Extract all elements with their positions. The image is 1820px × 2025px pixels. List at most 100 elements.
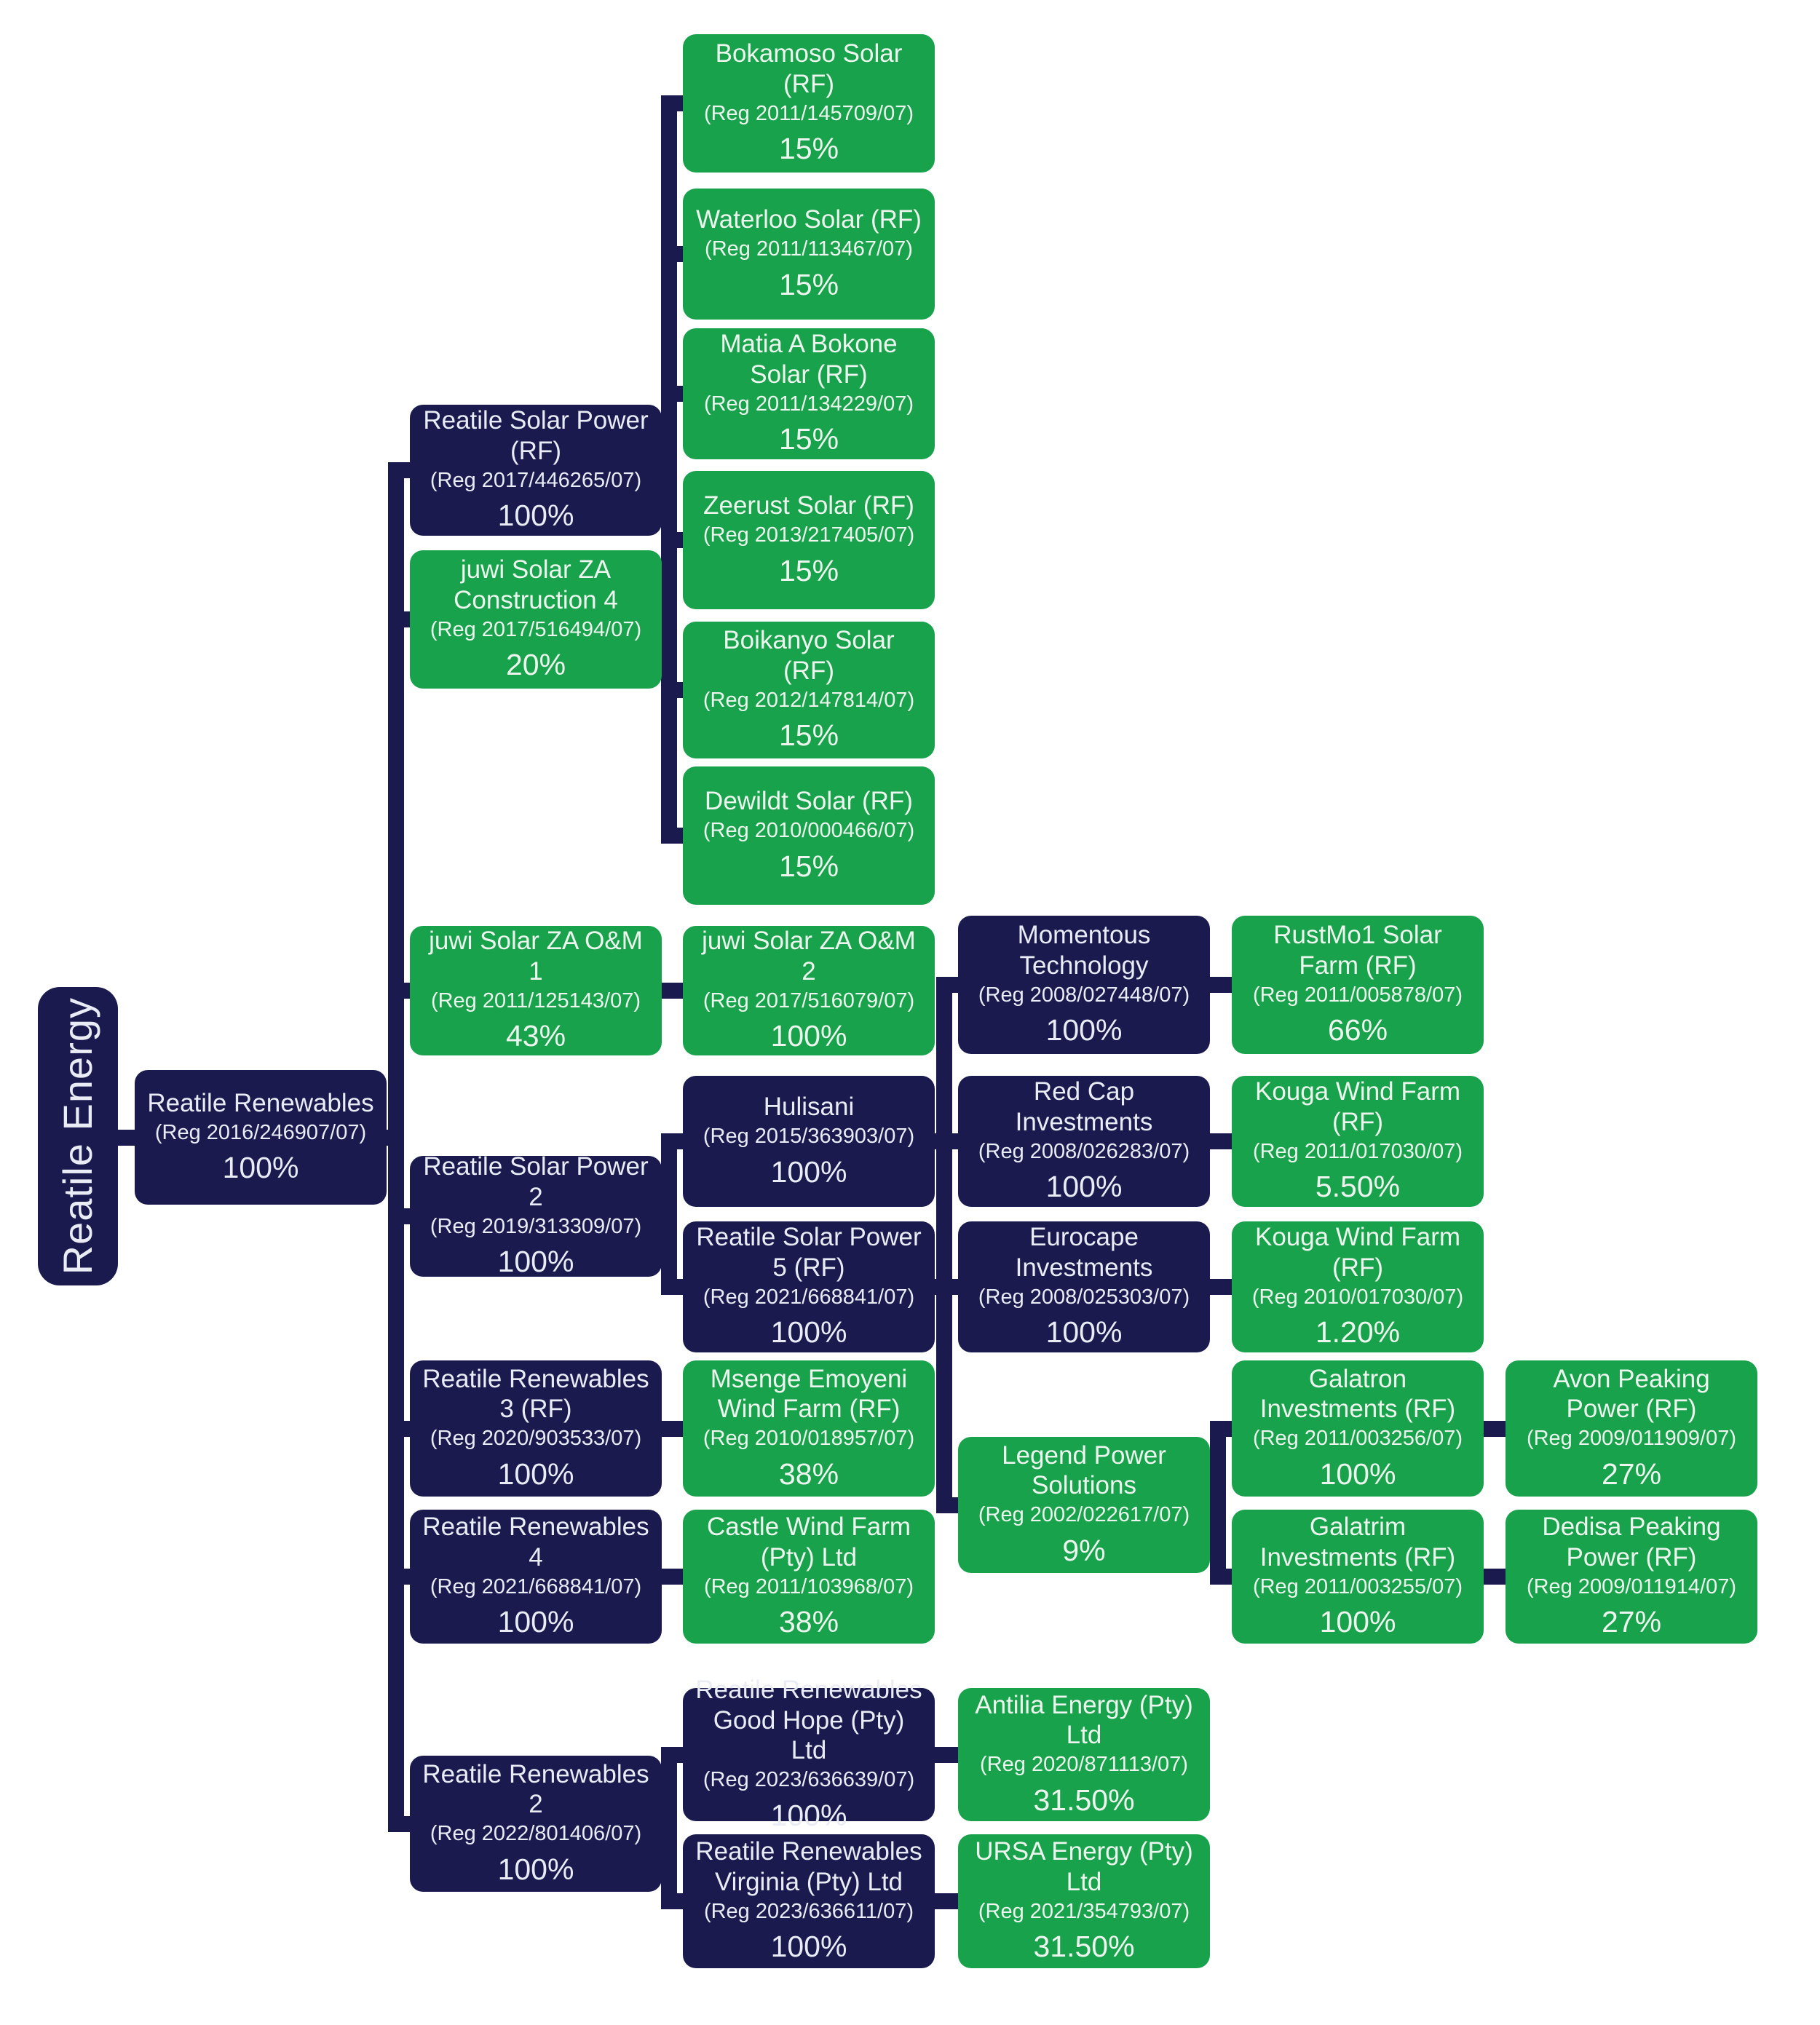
org-node-castle: Castle Wind Farm (Pty) Ltd(Reg 2011/1039… xyxy=(683,1510,935,1644)
connector-segment xyxy=(677,95,683,111)
org-node-renewables: Reatile Renewables(Reg 2016/246907/07)10… xyxy=(135,1070,387,1205)
connector-segment xyxy=(677,1133,683,1149)
node-registration: (Reg 2008/027448/07) xyxy=(978,983,1190,1007)
org-node-waterloo: Waterloo Solar (RF)(Reg 2011/113467/07)1… xyxy=(683,189,935,320)
node-ownership-percent: 38% xyxy=(778,1605,839,1639)
org-node-boikanyo: Boikanyo Solar (RF)(Reg 2012/147814/07)1… xyxy=(683,622,935,758)
node-ownership-percent: 27% xyxy=(1601,1605,1662,1639)
node-ownership-percent: 43% xyxy=(505,1019,566,1053)
node-ownership-percent: 15% xyxy=(778,553,839,587)
node-registration: (Reg 2021/668841/07) xyxy=(703,1285,915,1309)
node-registration: (Reg 2021/354793/07) xyxy=(978,1899,1190,1923)
node-ownership-percent: 15% xyxy=(778,422,839,456)
node-ownership-percent: 27% xyxy=(1601,1457,1662,1491)
org-node-momentous: Momentous Technology(Reg 2008/027448/07)… xyxy=(958,916,1210,1054)
org-node-dedisa: Dedisa Peaking Power (RF)(Reg 2009/01191… xyxy=(1506,1510,1757,1644)
node-registration: (Reg 2023/636611/07) xyxy=(703,1899,914,1923)
connector-segment xyxy=(662,1208,663,1224)
org-node-kouga2: Kouga Wind Farm (RF)(Reg 2010/017030/07)… xyxy=(1232,1221,1484,1352)
node-registration: (Reg 2009/011909/07) xyxy=(1526,1427,1737,1451)
node-registration: (Reg 2002/022617/07) xyxy=(978,1503,1190,1527)
org-node-eurocape: Eurocape Investments(Reg 2008/025303/07)… xyxy=(958,1221,1210,1352)
org-node-rsp5: Reatile Solar Power 5 (RF) (Reg 2021/6688… xyxy=(683,1221,935,1352)
node-registration: (Reg 2011/134229/07) xyxy=(703,392,914,416)
node-ownership-percent: 100% xyxy=(770,1154,847,1189)
node-name: Dedisa Peaking Power (RF) xyxy=(1542,1513,1721,1572)
connector-segment xyxy=(404,1815,410,1832)
node-name: juwi Solar ZA O&M 1 xyxy=(429,927,643,986)
connector-segment xyxy=(404,983,410,999)
node-name: Eurocape Investments xyxy=(1015,1223,1153,1282)
node-name: Reatile Renewables xyxy=(147,1088,374,1117)
connector-segment xyxy=(952,1133,958,1149)
org-node-msenge: Msenge Emoyeni Wind Farm (RF)(Reg 2010/0… xyxy=(683,1360,935,1497)
node-registration: (Reg 2020/903533/07) xyxy=(430,1427,642,1451)
connector-segment xyxy=(677,386,683,402)
node-name: Bokamoso Solar (RF) xyxy=(715,39,903,98)
connector-segment xyxy=(404,1569,410,1585)
node-registration: (Reg 2019/313309/07) xyxy=(430,1214,642,1238)
org-node-galatrim: Galatrim Investments (RF)(Reg 2011/00325… xyxy=(1232,1510,1484,1644)
node-name: Antilia Energy (Pty) Ltd xyxy=(975,1690,1193,1750)
node-registration: (Reg 2022/801406/07) xyxy=(430,1822,642,1846)
node-name: Kouga Wind Farm (RF) xyxy=(1254,1223,1461,1282)
node-registration: (Reg 2011/125143/07) xyxy=(430,988,641,1012)
node-ownership-percent: 100% xyxy=(497,1605,574,1639)
org-node-goodhope: Reatile Renewables Good Hope (Pty) Ltd(R… xyxy=(683,1676,935,1832)
node-ownership-percent: 9% xyxy=(1062,1533,1106,1567)
node-name: Galatron Investments (RF) xyxy=(1259,1364,1456,1424)
connector-segment xyxy=(677,1746,683,1763)
connector-segment xyxy=(662,1420,683,1437)
node-ownership-percent: 38% xyxy=(778,1457,839,1491)
node-ownership-percent: 100% xyxy=(770,1315,847,1350)
node-registration: (Reg 2015/363903/07) xyxy=(703,1125,915,1149)
node-registration: (Reg 2008/026283/07) xyxy=(978,1139,1190,1163)
node-name: Waterloo Solar (RF) xyxy=(696,205,922,234)
node-name: Boikanyo Solar (RF) xyxy=(723,626,895,685)
node-ownership-percent: 5.50% xyxy=(1315,1170,1401,1204)
org-node-ursa: URSA Energy (Pty) Ltd(Reg 2021/354793/07… xyxy=(958,1834,1210,1968)
connector-segment xyxy=(935,1133,938,1149)
node-ownership-percent: 100% xyxy=(1045,1315,1123,1350)
node-ownership-percent: 66% xyxy=(1327,1013,1388,1047)
node-registration: (Reg 2010/000466/07) xyxy=(703,819,915,843)
node-registration: (Reg 2011/017030/07) xyxy=(1252,1139,1463,1163)
node-ownership-percent: 100% xyxy=(770,1019,847,1053)
node-name: Galatrim Investments (RF) xyxy=(1259,1513,1456,1572)
org-node-juwi_om1: juwi Solar ZA O&M 1(Reg 2011/125143/07) 4… xyxy=(410,926,662,1055)
node-registration: (Reg 2011/003256/07) xyxy=(1252,1427,1463,1451)
node-name: Reatile Renewables 4 xyxy=(422,1513,649,1572)
connector-segment xyxy=(677,1279,683,1295)
node-registration: (Reg 2020/871113/07) xyxy=(980,1753,1188,1777)
node-registration: (Reg 2017/516079/07) xyxy=(703,988,915,1012)
node-ownership-percent: 100% xyxy=(1045,1170,1123,1204)
connector-segment xyxy=(404,1208,410,1224)
connector-segment xyxy=(1226,1569,1232,1585)
connector-segment xyxy=(1210,1420,1226,1585)
node-name: Hulisani xyxy=(763,1093,855,1122)
node-ownership-percent: 100% xyxy=(497,1457,574,1491)
connector-segment xyxy=(1210,1133,1232,1149)
org-node-virginia: Reatile Renewables Virginia (Pty) Ltd(Re… xyxy=(683,1834,935,1968)
node-ownership-percent: 100% xyxy=(497,1245,574,1279)
connector-segment xyxy=(662,1815,663,1832)
connector-segment xyxy=(952,1279,958,1295)
connector-segment xyxy=(952,1497,958,1513)
connector-segment xyxy=(1210,1279,1232,1295)
connector-segment xyxy=(935,1893,958,1909)
org-node-rr2: Reatile Renewables 2(Reg 2022/801406/07)… xyxy=(410,1756,662,1892)
node-name: Zeerust Solar (RF) xyxy=(703,491,914,520)
node-registration: (Reg 2016/246907/07) xyxy=(154,1120,367,1144)
connector-segment xyxy=(388,462,404,1832)
connector-segment xyxy=(662,983,683,999)
node-name: Reatile Solar Power 5 (RF) xyxy=(696,1223,922,1282)
node-ownership-percent: 15% xyxy=(778,132,839,166)
org-node-zeerust: Zeerust Solar (RF) (Reg 2013/217405/07) 15… xyxy=(683,471,935,609)
node-registration: (Reg 2013/217405/07) xyxy=(703,523,915,547)
node-ownership-percent: 31.50% xyxy=(1033,1783,1135,1817)
node-ownership-percent: 100% xyxy=(1045,1013,1123,1047)
connector-segment xyxy=(404,611,410,627)
node-name: Matia A Bokone Solar (RF) xyxy=(720,330,898,389)
connector-segment xyxy=(677,246,683,262)
